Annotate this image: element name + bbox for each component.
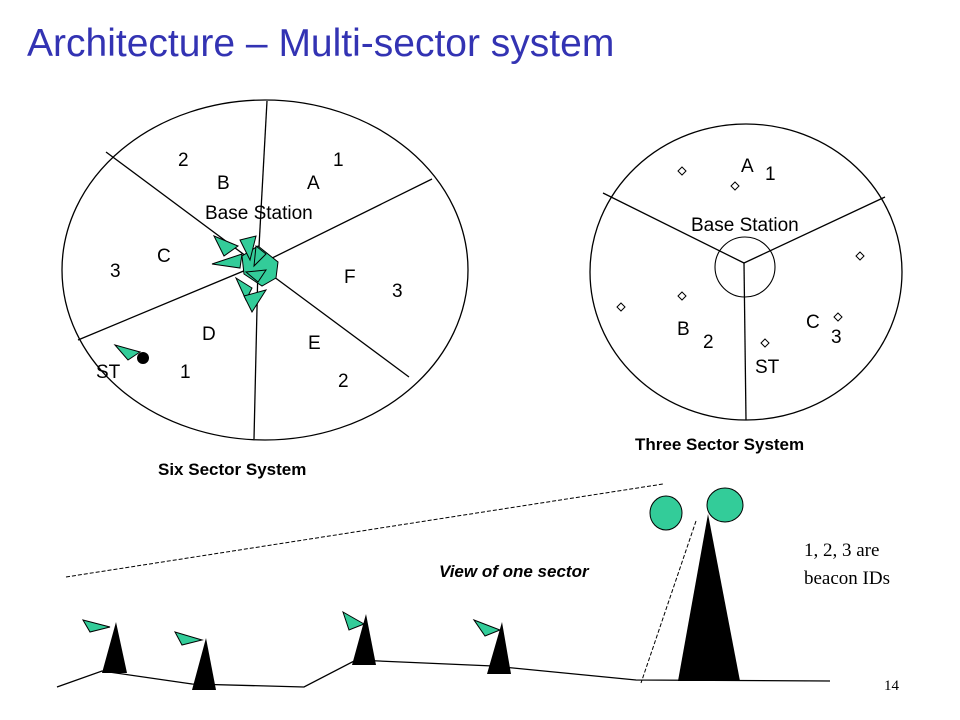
three-sector-beacon-id-b: 2: [703, 332, 714, 353]
beacon-diamond-icon: [677, 291, 687, 301]
three-sector-boundaries: [602, 192, 886, 421]
beacon-id-sector-b: 2: [178, 150, 189, 171]
antenna-panel: [239, 235, 257, 262]
tower-icon: [192, 638, 216, 690]
beacon-id-sector-a: 1: [333, 150, 344, 171]
sector-label-e: E: [308, 333, 321, 354]
tower-icon: [102, 622, 127, 673]
tower-icon: [678, 514, 740, 681]
small-tower: [472, 618, 511, 674]
antenna-panel: [212, 235, 240, 257]
beacon-note-line1: 1, 2, 3 are: [804, 540, 879, 561]
antenna-icon: [342, 610, 366, 631]
sector-boundary: [602, 192, 745, 264]
side-view-caption: View of one sector: [439, 562, 590, 581]
six-sector-antenna-cluster: [211, 235, 279, 314]
six-sector-base-station-label: Base Station: [205, 203, 313, 224]
three-sector-base-station-circle: [714, 236, 776, 298]
beacon-id-sector-c: 3: [110, 261, 121, 282]
six-sector-coverage-circle: [61, 99, 469, 441]
three-sector-label-a: A: [741, 156, 754, 177]
beacon-diamond-icon: [616, 302, 626, 312]
antenna-panel: [244, 269, 268, 283]
three-sector-base-station-label: Base Station: [691, 215, 799, 236]
sector-boundary: [253, 264, 259, 440]
station-dot-icon: [137, 352, 149, 364]
six-sector-caption: Six Sector System: [158, 460, 306, 479]
antenna-icon: [81, 619, 111, 633]
antenna-panel: [243, 289, 268, 314]
beacon-id-sector-d: 1: [180, 362, 191, 383]
six-sector-station-label: ST: [96, 362, 121, 383]
beacon-id-sector-e: 2: [338, 371, 349, 392]
small-tower: [173, 631, 216, 690]
tree-icon: [706, 487, 744, 523]
antenna-panel: [211, 253, 243, 269]
slide-title: Architecture – Multi-sector system: [27, 22, 615, 65]
three-sector-station-label: ST: [755, 357, 780, 378]
sector-boundary: [743, 196, 886, 264]
beacon-diamond-icon: [730, 181, 740, 191]
tower-icon: [487, 622, 511, 674]
sector-boundary: [257, 264, 410, 378]
beacon-diamond-icon: [677, 166, 687, 176]
station-antenna-icon: [113, 344, 142, 361]
six-sector-diagram: A B C D E F 1 2 3 1 2 3 Base Station ST: [61, 99, 469, 479]
antenna-icon: [472, 618, 502, 637]
large-tower: [649, 487, 744, 681]
small-tower: [342, 610, 376, 665]
sector-boundary: [743, 262, 747, 421]
sector-boundary: [257, 100, 268, 266]
three-sector-label-b: B: [677, 319, 690, 340]
page-number: 14: [884, 678, 900, 694]
beacon-diamond-icon: [833, 312, 843, 322]
sector-side-view: View of one sector 1, 2, 3 are beacon ID…: [56, 483, 890, 690]
sector-label-d: D: [202, 324, 216, 345]
three-sector-diagram: A B C 1 2 3 Base Station ST Three Sector…: [589, 123, 903, 454]
ground-line: [56, 659, 831, 688]
three-sector-caption: Three Sector System: [635, 435, 804, 454]
tower-icon: [352, 614, 376, 665]
six-sector-station: [113, 344, 149, 364]
three-sector-label-c: C: [806, 312, 820, 333]
small-tower: [81, 619, 127, 673]
beacon-id-sector-f: 3: [392, 281, 403, 302]
sector-label-a: A: [307, 173, 320, 194]
beacon-diamond-icon: [760, 338, 770, 348]
sector-label-f: F: [344, 267, 356, 288]
three-sector-beacon-id-c: 3: [831, 327, 842, 348]
beacon-diamond-icon: [855, 251, 865, 261]
sector-boundary: [77, 264, 259, 341]
sector-label-b: B: [217, 173, 230, 194]
three-sector-beacon-id-a: 1: [765, 164, 776, 185]
view-line-top: [65, 483, 664, 578]
view-line-right: [640, 520, 697, 684]
tree-icon: [649, 495, 683, 531]
sector-label-c: C: [157, 246, 171, 267]
antenna-panel: [253, 245, 267, 268]
beacon-note-line2: beacon IDs: [804, 568, 890, 589]
antenna-icon: [173, 631, 204, 646]
three-sector-beacons: [616, 166, 865, 348]
sector-boundary: [257, 178, 433, 266]
